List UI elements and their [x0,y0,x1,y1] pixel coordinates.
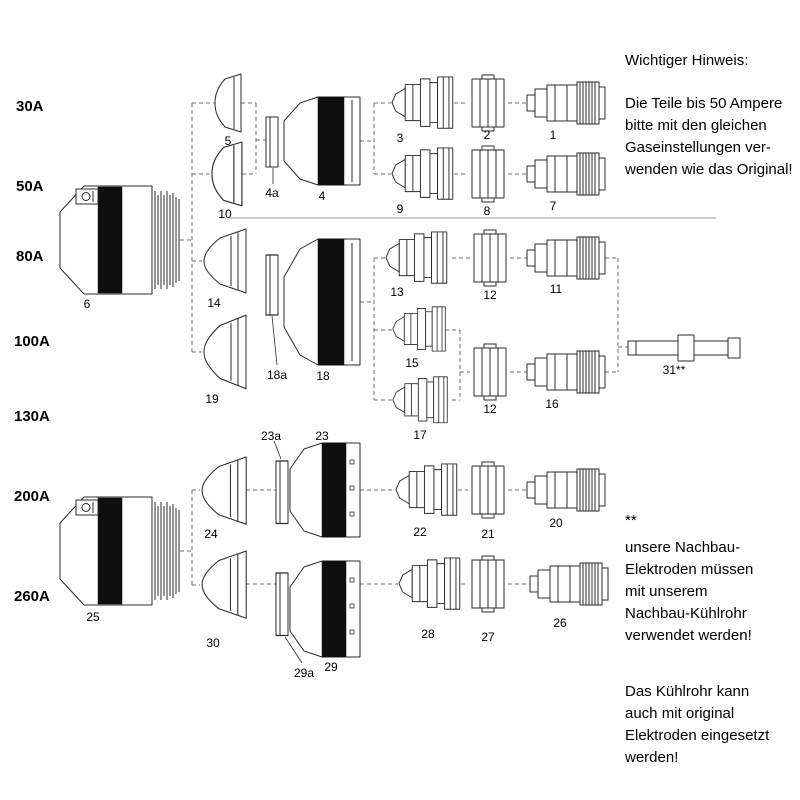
part-label-5: 5 [224,134,232,148]
electrode-28 [398,557,461,610]
note-body: Die Teile bis 50 Ampere bitte mit den gl… [625,95,793,178]
electrode-13 [385,231,448,284]
part-label-1: 1 [549,128,557,142]
note-asterisk-marker: ** [625,512,637,529]
swirl-ring-5 [214,73,242,133]
amperage-label-130a: 130A [14,408,50,425]
electrode-17 [392,376,448,424]
swirl-ring-19 [203,314,247,390]
part-label-19: 19 [205,392,219,406]
swirl-ring-2 [471,74,505,132]
part-label-11: 11 [549,282,563,296]
note-cooling-tube: Das Kühlrohr kann auch mit original Elek… [625,683,770,766]
part-label-9: 9 [396,202,404,216]
nozzle-1 [526,81,606,125]
swirl-ring-27 [471,555,505,613]
part-label-20: 20 [549,516,563,530]
part-label-17: 17 [413,428,427,442]
part-label-4a: 4a [265,186,279,200]
part-label-10: 10 [218,207,232,221]
swirl-ring-21 [471,461,505,519]
part-label-25: 25 [86,610,100,624]
part-label-4: 4 [318,189,326,203]
amperage-label-200a: 200A [14,488,50,505]
swirl-ring-12a [473,229,507,287]
amperage-label-30a: 30A [16,98,44,115]
torch-body-6 [59,185,180,295]
part-label-7: 7 [549,199,557,213]
part-label-15: 15 [405,356,419,370]
cooling-tube-31 [627,334,741,362]
torch-body-25 [59,496,180,606]
nozzle-11 [526,236,606,280]
part-label-13: 13 [390,285,404,299]
part-label-29: 29 [324,660,338,674]
part-label-16: 16 [545,397,559,411]
electrode-9 [391,147,454,200]
swirl-ring-10 [211,141,243,207]
label-leader-lines [271,168,303,664]
part-label-28: 28 [421,627,435,641]
swirl-ring-24 [201,456,247,525]
part-label-30: 30 [206,636,220,650]
part-label-23a: 23a [260,429,282,443]
part-label-18a: 18a [266,368,288,382]
retaining-cap-18 [283,238,361,366]
amperage-label-80a: 80A [16,248,44,265]
ring-18a [265,254,279,316]
part-label-12b: 12 [483,402,497,416]
retaining-cap-29 [289,560,361,658]
retaining-cap-23 [289,442,361,538]
part-label-27: 27 [481,630,495,644]
part-label-29a: 29a [293,666,315,680]
swirl-ring-30 [201,550,247,619]
part-label-14: 14 [207,296,221,310]
note-heading: Wichtiger Hinweis: [625,52,749,69]
ring-4a [265,116,279,168]
nozzle-20 [526,468,606,512]
part-label-6: 6 [83,297,91,311]
part-label-18: 18 [316,369,330,383]
electrode-15 [392,306,446,352]
part-label-23: 23 [315,429,329,443]
amperage-label-260a: 260A [14,588,50,605]
note-electrode: unsere Nachbau- Elektroden müssen mit un… [625,539,754,644]
electrode-3 [391,76,454,129]
swirl-ring-12b [473,343,507,401]
part-label-2: 2 [483,128,491,142]
retaining-cap-4 [283,96,361,186]
swirl-ring-8 [471,145,505,203]
ring-23a [275,460,289,525]
part-label-21: 21 [481,527,495,541]
connector-lines [180,102,628,586]
part-label-24: 24 [204,527,218,541]
part-label-22: 22 [413,525,427,539]
ring-29a [275,572,289,637]
swirl-ring-14 [203,228,247,294]
part-label-26: 26 [553,616,567,630]
part-label-3: 3 [396,131,404,145]
part-label-31: 31** [662,363,686,377]
amperage-label-100a: 100A [14,333,50,350]
nozzle-16 [526,350,606,394]
part-label-12a: 12 [483,288,497,302]
part-label-8: 8 [483,204,491,218]
nozzle-7 [526,152,606,196]
electrode-22 [395,463,458,516]
amperage-label-50a: 50A [16,178,44,195]
nozzle-26 [529,562,609,606]
